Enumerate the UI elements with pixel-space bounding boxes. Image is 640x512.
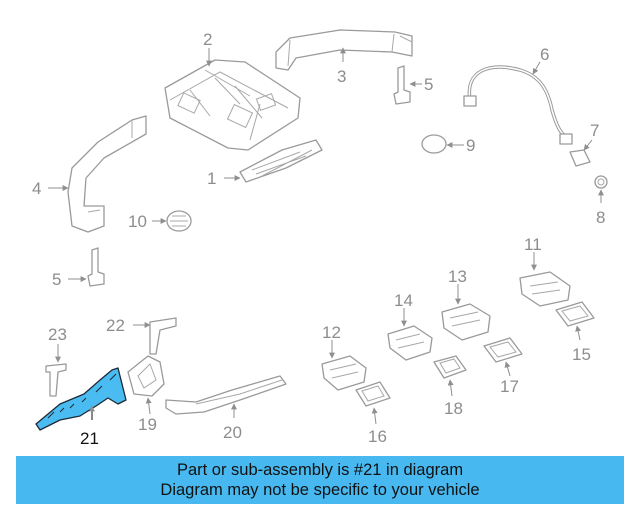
- callout-19: 19: [138, 415, 157, 434]
- part-16-seal[interactable]: [355, 381, 391, 407]
- part-17-seal[interactable]: [483, 337, 523, 363]
- banner-line-2: Diagram may not be specific to your vehi…: [160, 481, 480, 499]
- callout-8: 8: [596, 208, 605, 227]
- part-7-clip[interactable]: [569, 149, 591, 167]
- parts-diagram: 2 3 5 6 7 8 9 1: [32, 29, 608, 448]
- part-5-bracket-lower[interactable]: [87, 247, 105, 287]
- part-18-seal[interactable]: [433, 355, 467, 379]
- part-2-distribution-housing[interactable]: [164, 59, 301, 151]
- callout-6: 6: [540, 45, 549, 64]
- callout-15: 15: [572, 345, 591, 364]
- callout-4: 4: [32, 179, 41, 198]
- part-21-highlighted-duct[interactable]: [35, 367, 127, 431]
- part-9-seal[interactable]: [421, 134, 447, 154]
- callout-9: 9: [466, 136, 475, 155]
- banner-line-1: Part or sub-assembly is #21 in diagram: [176, 461, 464, 479]
- callout-20: 20: [223, 423, 242, 442]
- part-4-side-duct[interactable]: [67, 115, 147, 233]
- part-12-vent[interactable]: [321, 355, 367, 391]
- callout-3: 3: [337, 67, 346, 86]
- callout-13: 13: [448, 267, 467, 286]
- callout-11: 11: [524, 235, 542, 254]
- callout-1: 1: [207, 169, 216, 188]
- callout-7: 7: [590, 121, 599, 140]
- part-6-tube[interactable]: [463, 65, 573, 145]
- callout-14: 14: [394, 291, 413, 310]
- part-5-bracket-upper[interactable]: [393, 65, 411, 105]
- callout-21: 21: [80, 429, 99, 448]
- part-1-vent-grille[interactable]: [239, 139, 323, 183]
- part-20-long-duct[interactable]: [165, 375, 287, 415]
- callout-12: 12: [322, 323, 341, 342]
- callout-16: 16: [368, 427, 387, 446]
- part-15-seal[interactable]: [555, 301, 595, 327]
- part-11-vent[interactable]: [519, 271, 571, 307]
- part-13-vent[interactable]: [441, 303, 491, 341]
- callout-22: 22: [106, 316, 125, 335]
- callout-2: 2: [203, 30, 212, 49]
- callout-17: 17: [500, 377, 519, 396]
- callout-23: 23: [48, 325, 67, 344]
- part-8-grommet[interactable]: [594, 175, 608, 189]
- part-19-duct[interactable]: [127, 355, 165, 397]
- part-23-fastener[interactable]: [45, 363, 67, 397]
- part-10-small-vent[interactable]: [166, 210, 192, 232]
- part-22-fastener[interactable]: [149, 317, 177, 355]
- callout-5-lower: 5: [52, 270, 61, 289]
- callout-5-upper: 5: [424, 75, 433, 94]
- callout-10: 10: [128, 212, 147, 231]
- part-3-upper-duct[interactable]: [275, 29, 413, 71]
- callout-18: 18: [444, 399, 463, 418]
- part-14-vent[interactable]: [387, 325, 433, 361]
- info-banner: Part or sub-assembly is #21 in diagram D…: [16, 456, 624, 504]
